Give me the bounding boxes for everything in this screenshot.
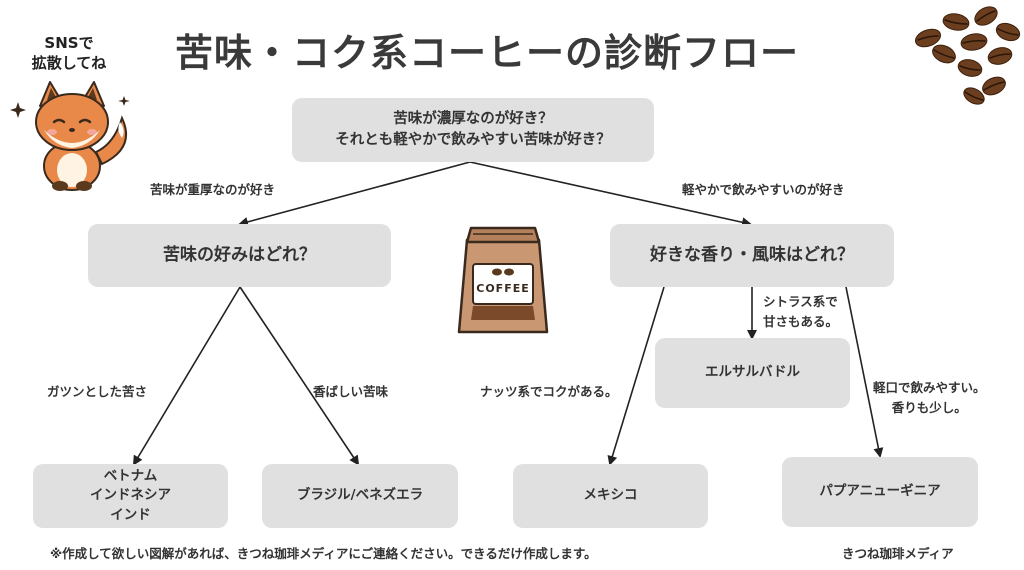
page-title: 苦味・コク系コーヒーの診断フロー — [175, 31, 800, 75]
arrow-right-papua — [845, 286, 884, 458]
result-mexico-box: メキシコ — [513, 464, 708, 528]
question-left-box: 苦味の好みはどれ？ — [88, 224, 391, 287]
question-right-text: 好きな香り・風味はどれ？ — [650, 245, 854, 266]
result-papua-text: パプアニューギニア — [819, 483, 941, 500]
option-label-nutty: ナッツ系でコクがある。 — [480, 384, 618, 399]
question-root-box: 苦味が濃厚なのが好き？ それとも軽やかで飲みやすい苦味が好き？ — [292, 98, 654, 162]
coffee-bag-icon: COFFEE — [457, 226, 549, 334]
option-label-light: 軽口で飲みやすい。 香りも少し。 — [873, 380, 986, 415]
option-label-roasty: 香ばしい苦味 — [313, 384, 389, 399]
result-elsalvador-text: エルサルバドル — [705, 364, 800, 381]
result-brazil-text: ブラジル/ベネズエラ — [296, 487, 424, 504]
arrow-left-brazil — [239, 286, 360, 466]
question-left-text: 苦味の好みはどれ？ — [163, 245, 316, 266]
result-mexico-text: メキシコ — [583, 487, 638, 504]
arrow-left-vietnam — [132, 286, 241, 466]
result-elsalvador-box: エルサルバドル — [655, 338, 850, 408]
coffee-beans-icon — [914, 6, 1021, 105]
arrow-root-left — [238, 161, 471, 227]
option-label-citrus: シトラス系で 甘さもある。 — [763, 294, 839, 329]
question-right-box: 好きな香り・風味はどれ？ — [610, 224, 894, 287]
arrow-root-right — [469, 161, 752, 228]
footer-brand: きつね珈琲メディア — [842, 546, 954, 561]
fox-mascot-icon — [10, 81, 130, 191]
branch-left-label: 苦味が重厚なのが好き — [150, 182, 276, 197]
result-brazil-box: ブラジル/ベネズエラ — [262, 464, 458, 528]
arrow-right-mexico — [607, 286, 665, 466]
result-vietnam-text: ベトナム インドネシア インド — [90, 467, 171, 523]
option-label-bitter: ガツンとした苦さ — [47, 384, 148, 399]
result-papua-box: パプアニューギニア — [782, 457, 978, 527]
sns-badge: SNSで 拡散してね — [31, 34, 107, 72]
question-root-text: 苦味が濃厚なのが好き？ それとも軽やかで飲みやすい苦味が好き？ — [335, 110, 611, 148]
coffee-bag-label: COFFEE — [476, 282, 529, 295]
result-vietnam-box: ベトナム インドネシア インド — [33, 464, 228, 528]
footer-note: ※作成して欲しい図解があれば、きつね珈琲メディアにご連絡ください。できるだけ作成… — [50, 546, 597, 561]
branch-right-label: 軽やかで飲みやすいのが好き — [682, 182, 845, 197]
